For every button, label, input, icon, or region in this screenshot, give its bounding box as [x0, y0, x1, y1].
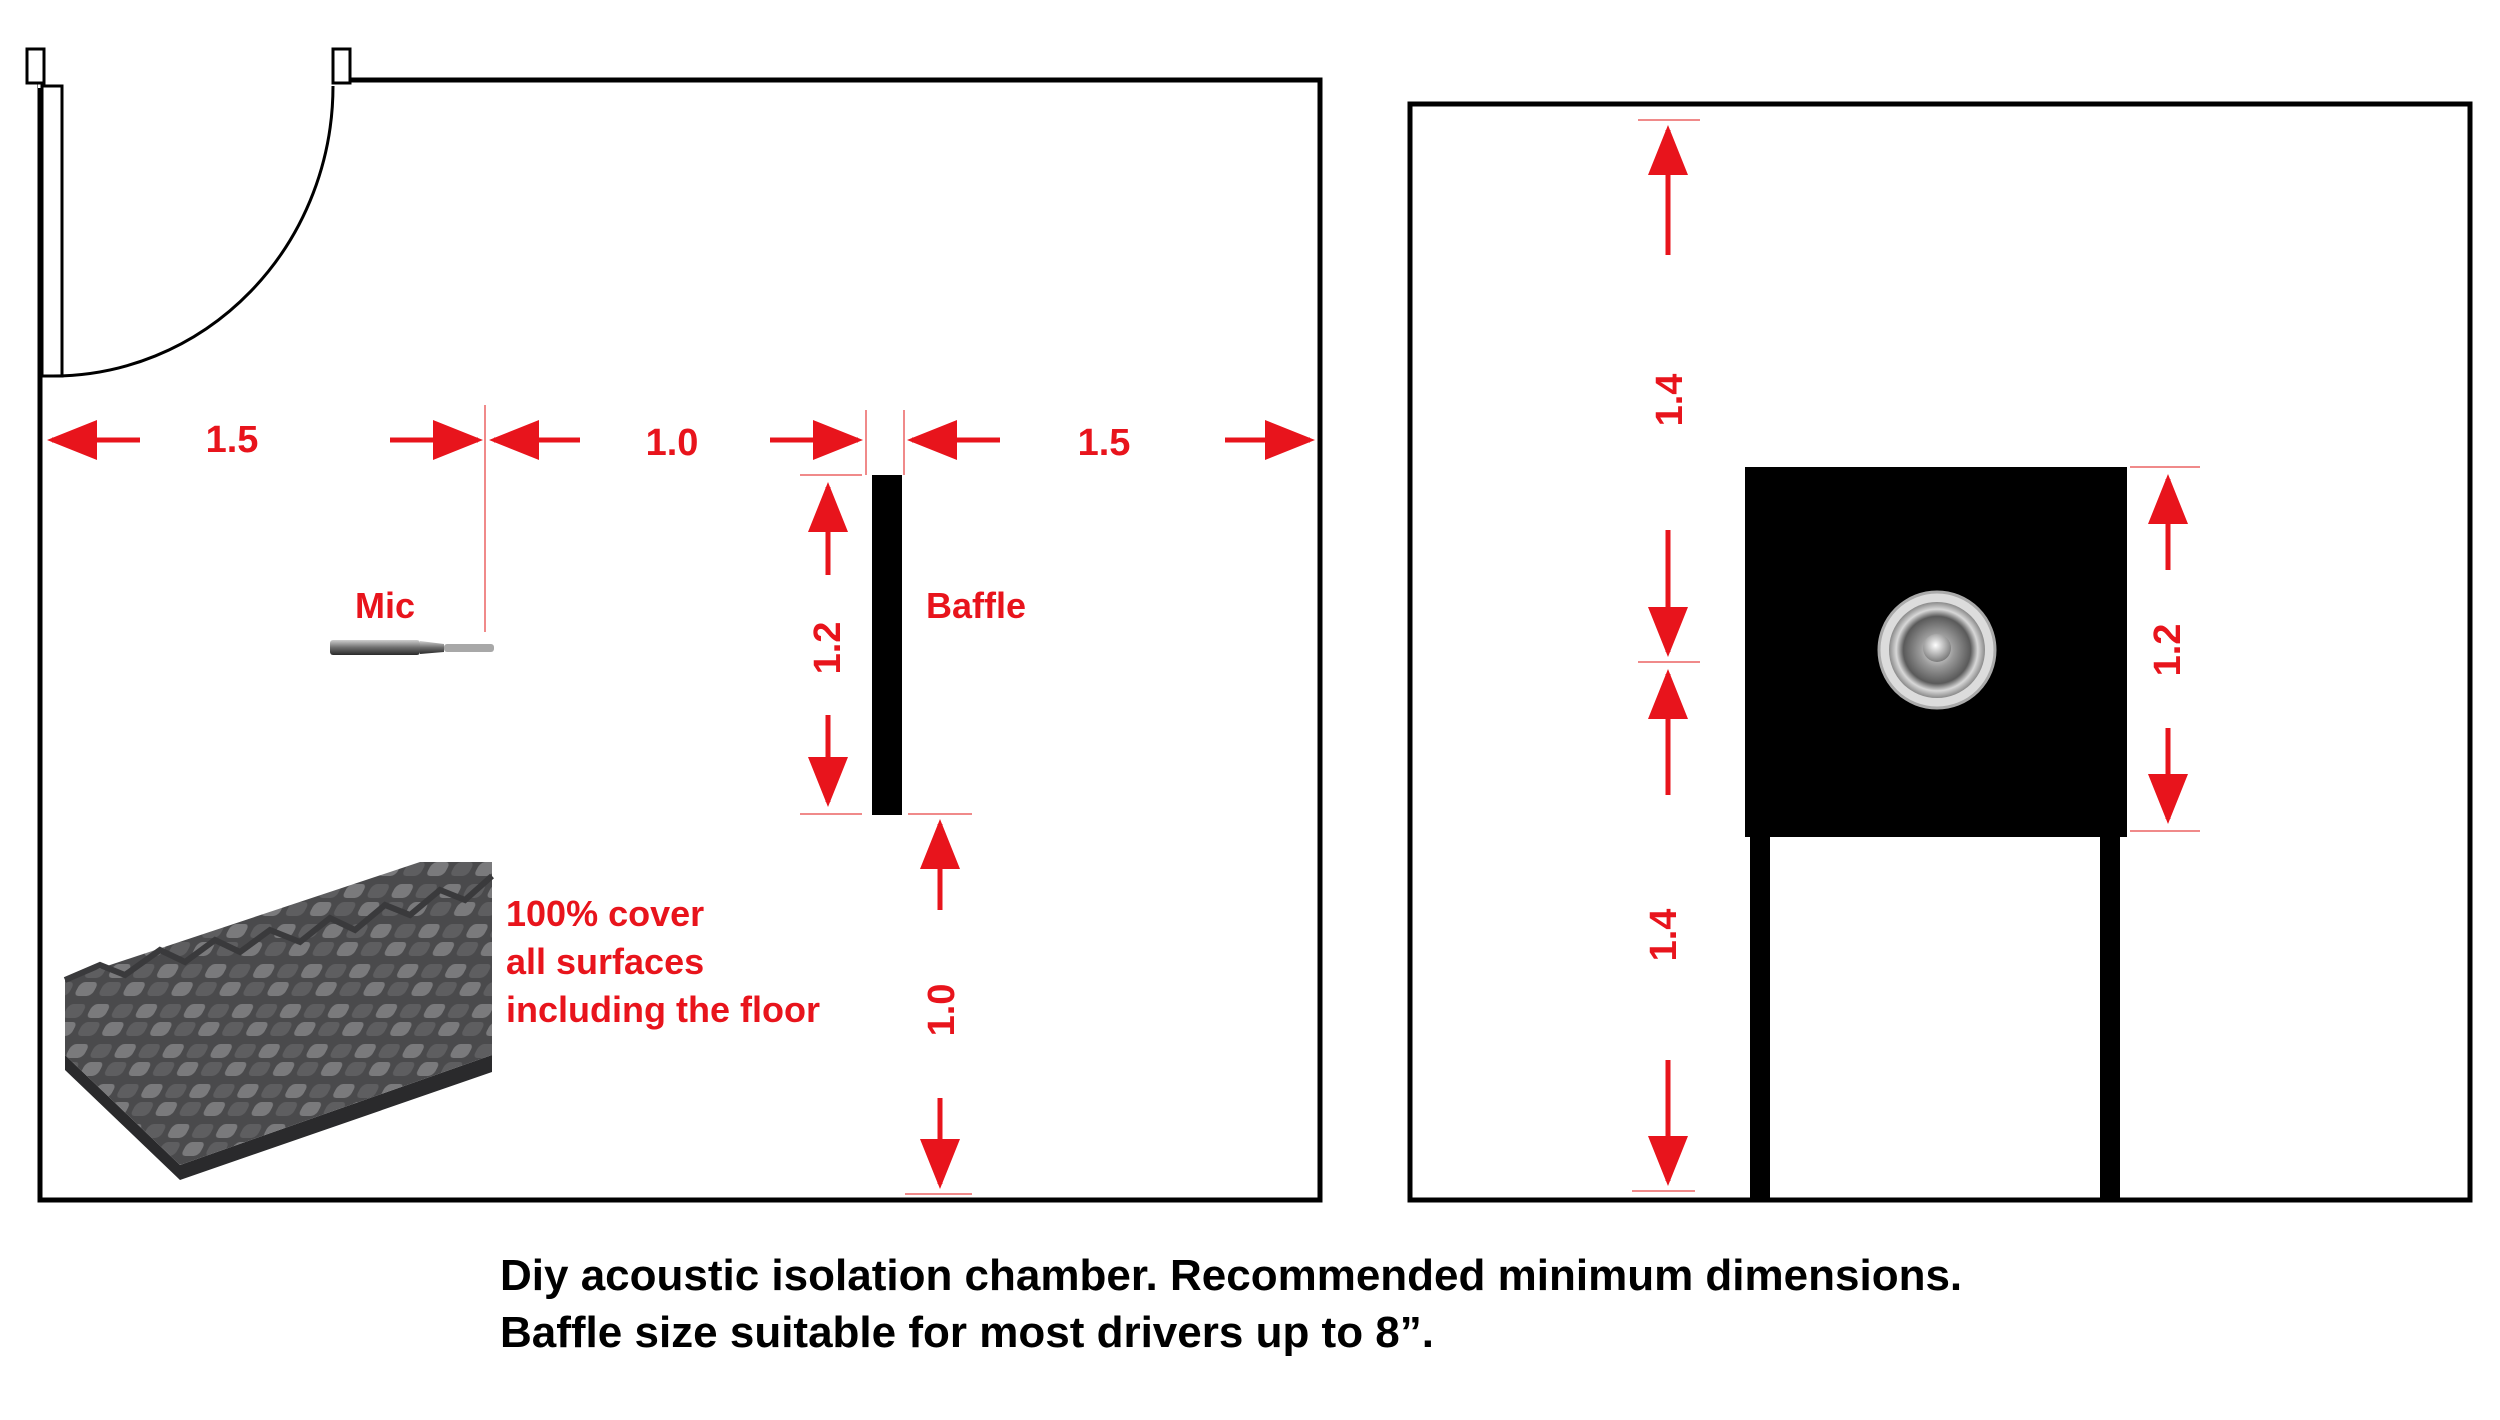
mic-neck [420, 641, 444, 654]
chamber-outline [1407, 101, 2473, 1203]
stand-leg-right [2100, 835, 2120, 1200]
foam-note-line3: including the floor [506, 989, 820, 1030]
caption-line2: Baffle size suitable for most drivers up… [500, 1308, 1434, 1357]
speaker-driver [1877, 590, 1997, 710]
wall-opening [38, 70, 338, 88]
door-leaf [40, 84, 64, 378]
dim-label-top-gap: 1.4 [1649, 374, 1691, 427]
foam-top-surface [65, 862, 492, 1165]
baffle-label: Baffle [926, 585, 1026, 626]
microphone [330, 640, 494, 655]
mic-body [330, 640, 420, 655]
foam-note-line2: all surfaces [506, 941, 704, 982]
door-hinge-right [331, 47, 352, 85]
driver-dust-cap [1923, 634, 1951, 662]
dim-label-baffle-width: 1.2 [807, 622, 849, 675]
foam-note-line1: 100% cover [506, 893, 704, 934]
stand-leg-left [1750, 835, 1770, 1200]
top-gap-dimension: 1.4 [1638, 119, 1700, 663]
door [25, 47, 352, 378]
door-hinge-left [25, 47, 46, 85]
dim-label-right-gap: 1.5 [1078, 422, 1131, 464]
dim-label-mic-to-baffle: 1.0 [646, 422, 699, 464]
top-view: 1.5 1.0 1.5 Baffle 1.2 1.0 [25, 47, 1323, 1203]
dim-label-left-gap: 1.5 [206, 419, 259, 461]
acoustic-foam-panel [63, 862, 494, 1180]
mic-label: Mic [355, 585, 415, 626]
front-view: 1.4 1.4 1.2 [1407, 101, 2473, 1203]
baffle-width-dimension: 1.2 [800, 474, 862, 815]
dim-label-baffle-height: 1.2 [2147, 624, 2189, 677]
room-wall [37, 77, 1323, 1203]
baffle-to-wall-dimension: 1.0 [905, 813, 972, 1195]
bottom-gap-dimension: 1.4 [1632, 669, 1695, 1192]
foam-peaks [63, 873, 494, 983]
baffle-height-dimension: 1.2 [2130, 466, 2200, 832]
dim-label-baffle-to-wall: 1.0 [921, 984, 963, 1037]
horizontal-dimensions: 1.5 1.0 1.5 [47, 405, 1315, 632]
caption-line1: Diy acoustic isolation chamber. Recommen… [500, 1251, 1962, 1300]
door-swing-arc [51, 85, 335, 378]
dim-label-bottom-gap: 1.4 [1643, 909, 1685, 962]
mic-tip [444, 644, 494, 652]
baffle [872, 475, 902, 815]
